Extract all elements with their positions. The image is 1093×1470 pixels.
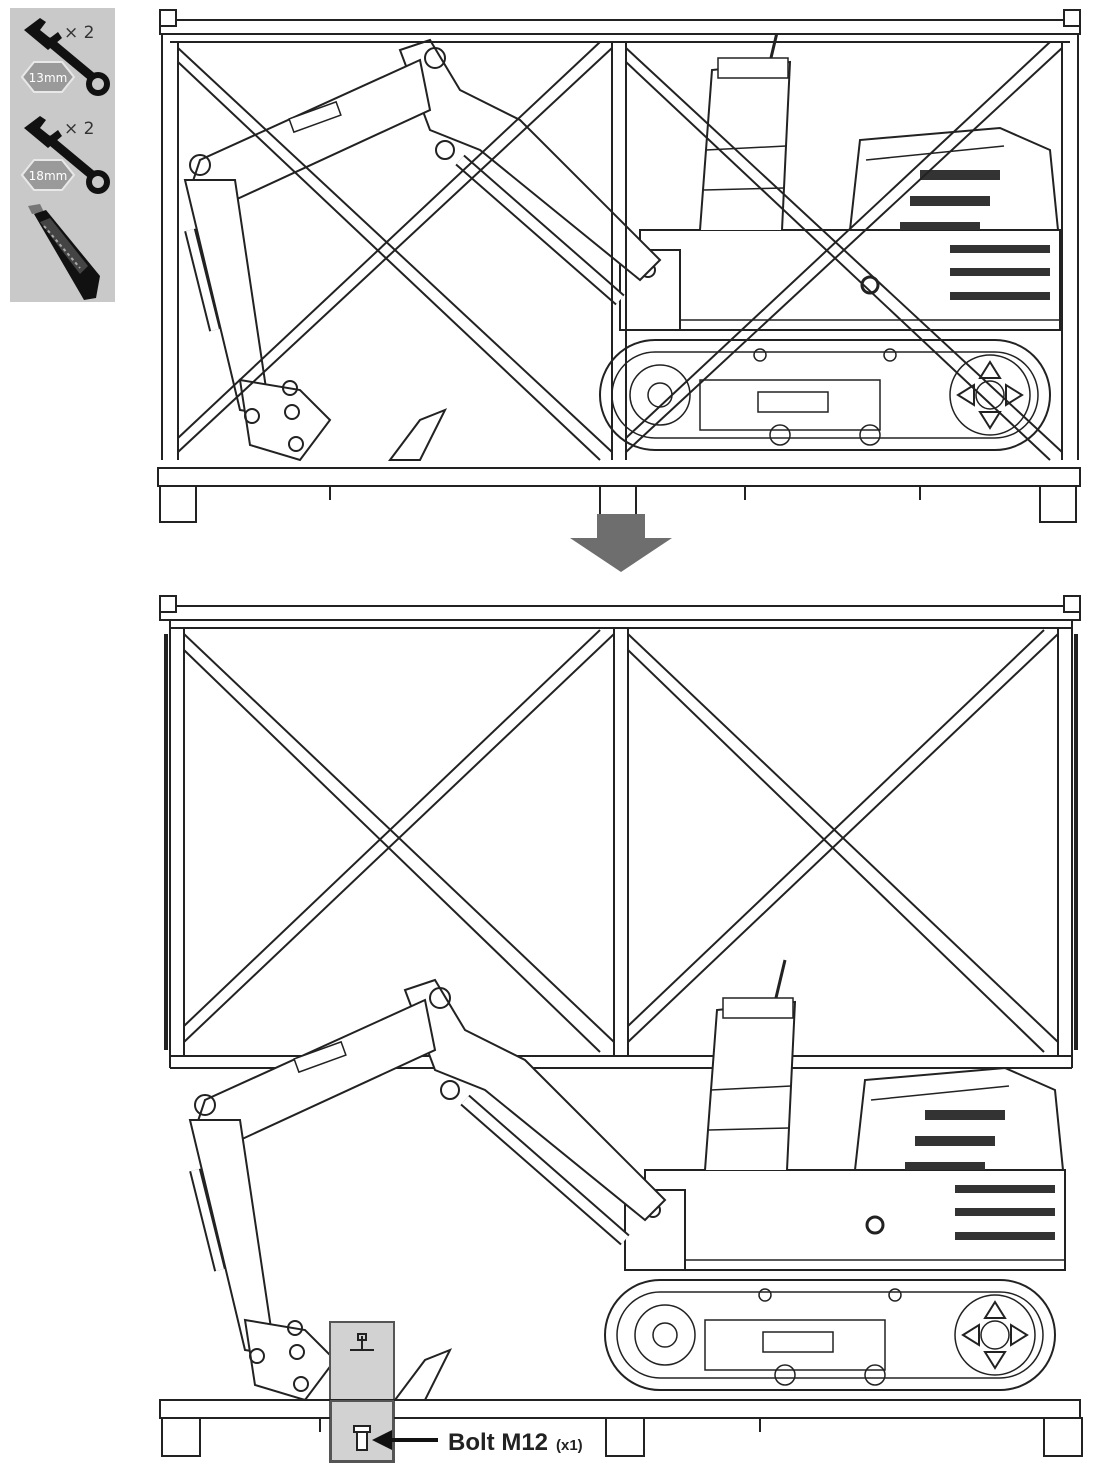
wrench-icon <box>24 18 110 96</box>
bolt-m12-icon <box>353 1425 371 1451</box>
bolt-callout-label: Bolt M12 <box>448 1429 548 1456</box>
tool-size-label-2: 18mm <box>29 169 68 183</box>
wrench-icon <box>24 116 110 194</box>
hex-socket-icon: 18mm <box>20 159 76 191</box>
hex-socket-icon: 13mm <box>20 61 76 93</box>
utility-knife-icon <box>28 204 100 300</box>
callout-arrow-icon <box>372 1430 438 1450</box>
bolt-callout-count: (x1) <box>556 1437 583 1454</box>
tool-quantity-2: × 2 <box>64 119 94 139</box>
crated-excavator <box>157 9 1081 523</box>
pallet-base <box>159 1399 1083 1457</box>
tool-requirements-panel: × 2 13mm × 2 18mm <box>10 8 115 302</box>
lifted-crate-frame <box>159 595 1081 1069</box>
tool-quantity-1: × 2 <box>64 23 94 43</box>
bracket-bolt-icon <box>350 1333 374 1351</box>
tool-size-label-1: 13mm <box>29 71 68 85</box>
down-arrow-icon <box>570 514 672 572</box>
